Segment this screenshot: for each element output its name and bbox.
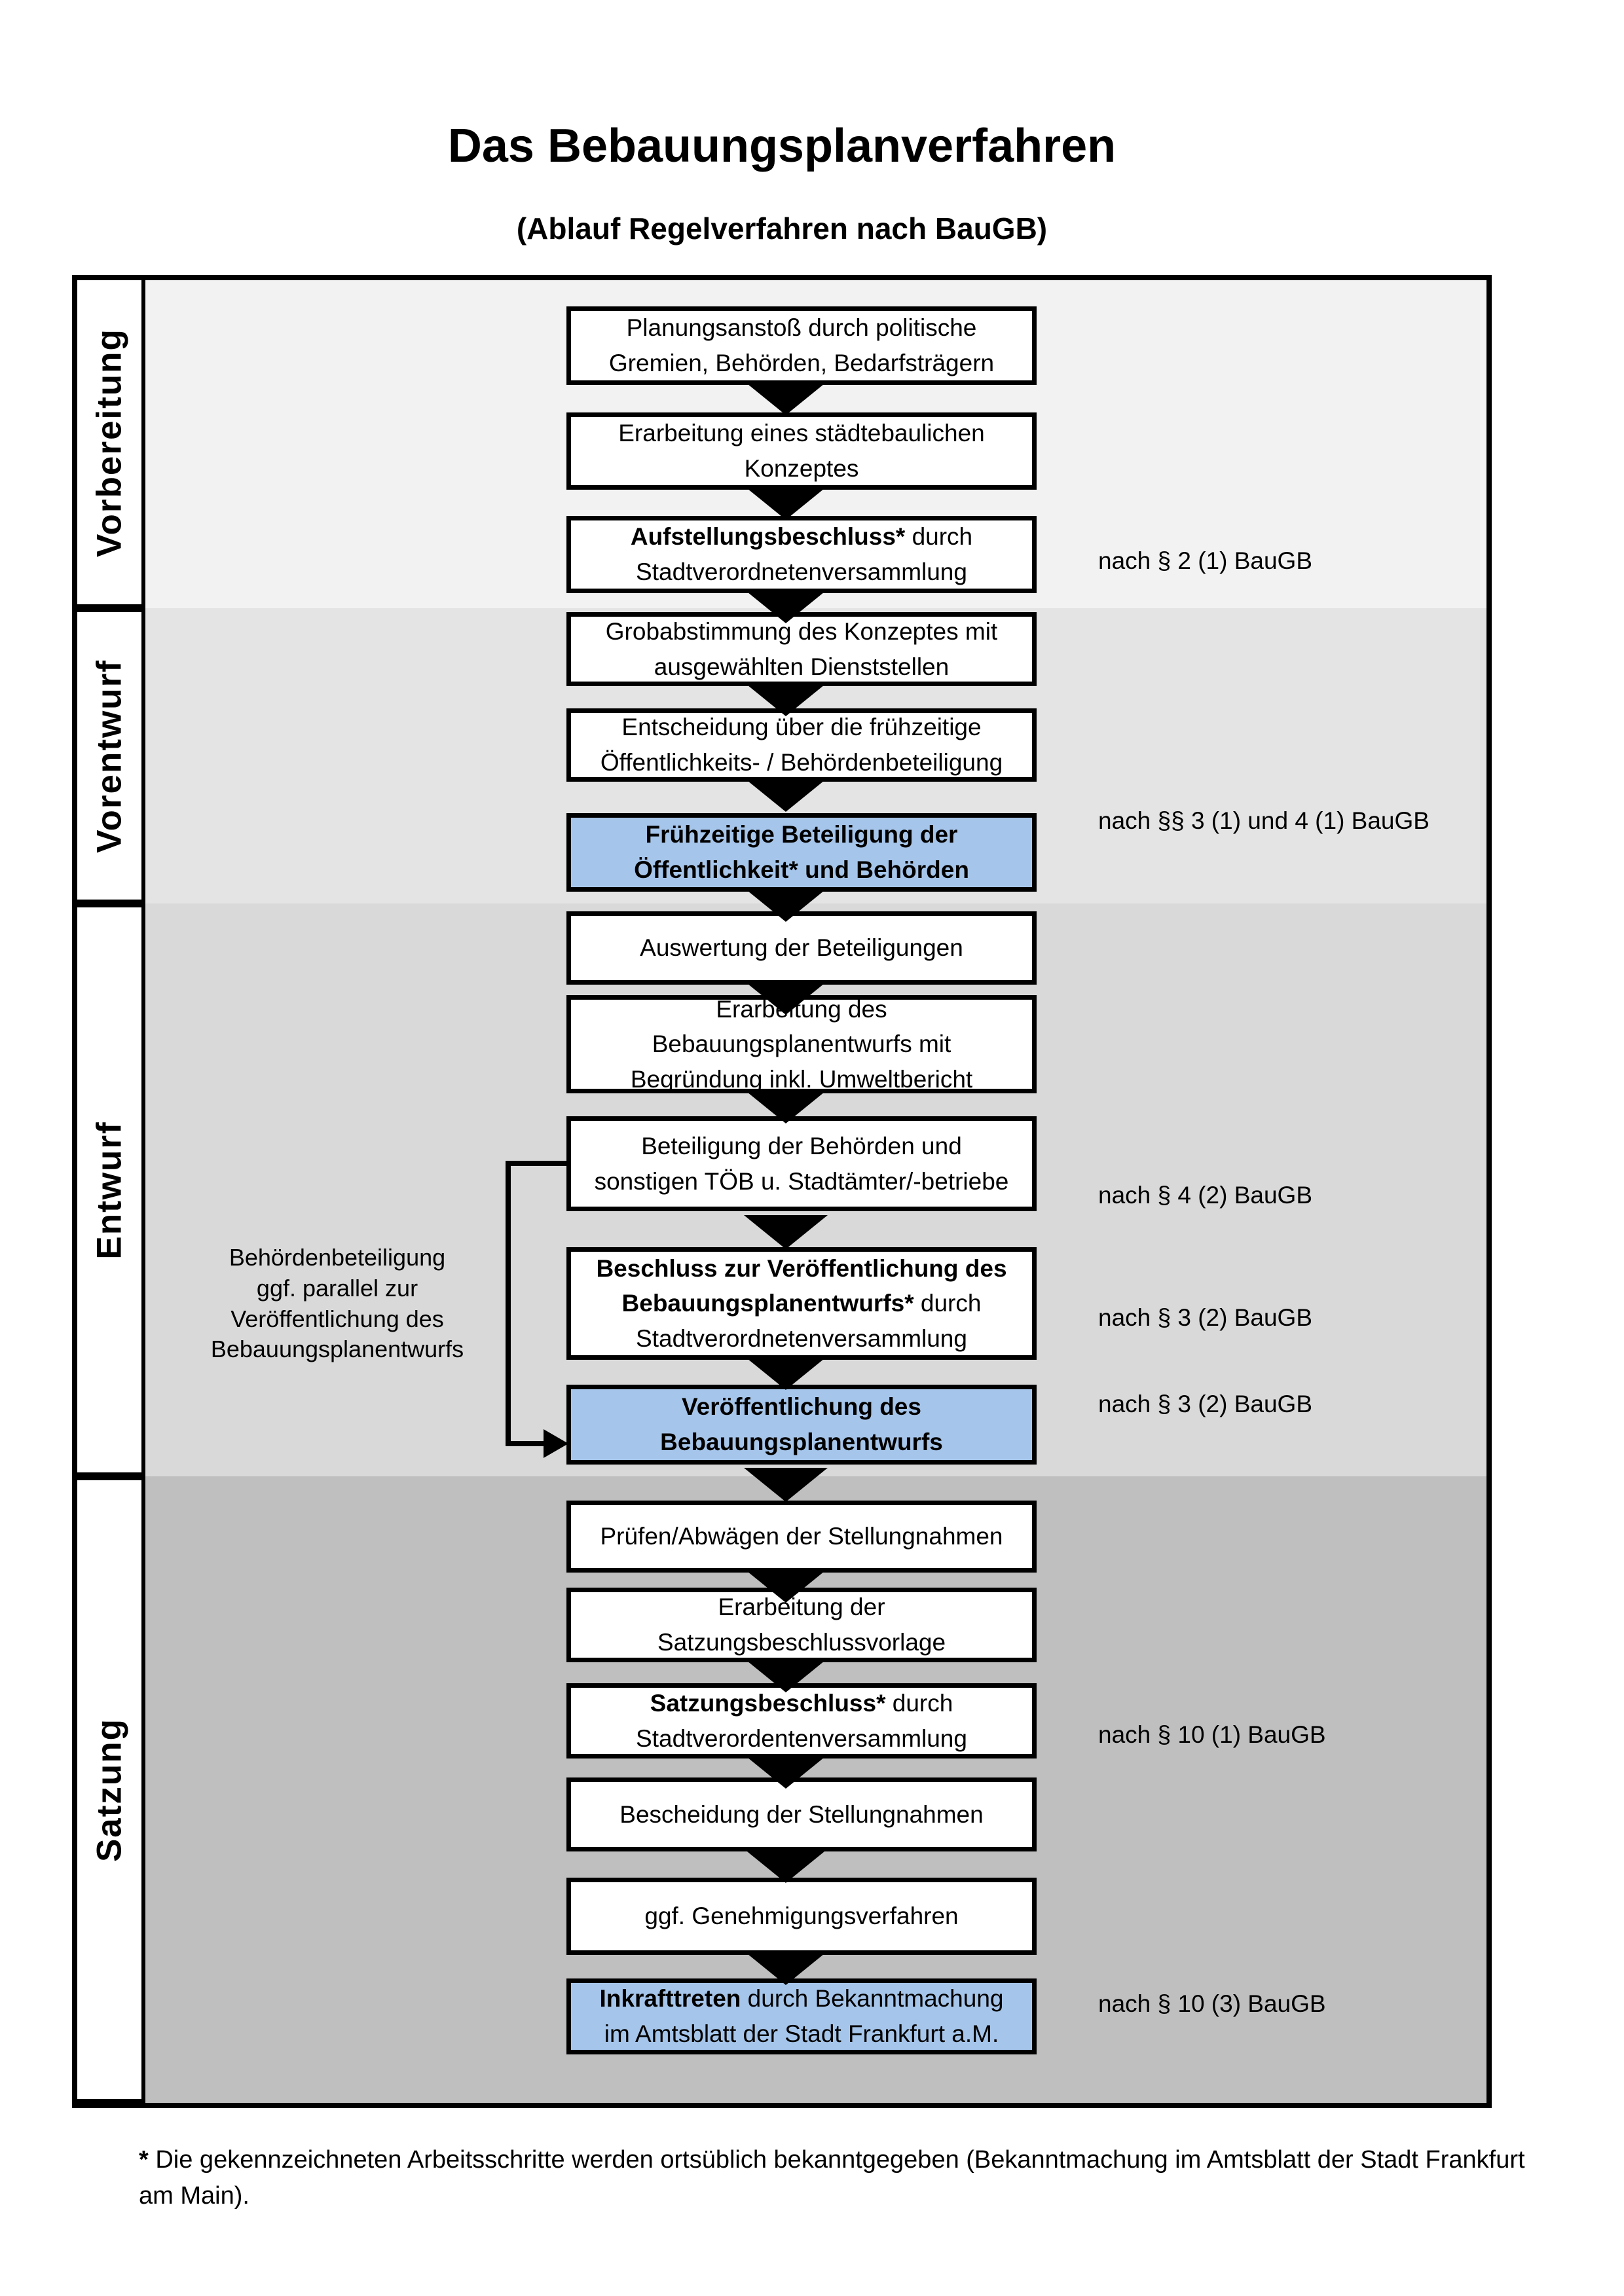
side-note-behoerdenbeteiligung: Behördenbeteiligung ggf. parallel zur Ve…: [210, 1244, 464, 1363]
box-text: durch Stadtverordnetenversammlung: [636, 523, 973, 585]
phase-label-cell-entwurf: Entwurf: [73, 903, 145, 1476]
footnote-asterisk: *: [139, 2146, 149, 2174]
flow-box-aufstellungsbeschluss: Aufstellungsbeschluss* durch Stadtverord…: [566, 516, 1037, 593]
flow-arrow-down-icon: [744, 682, 828, 716]
legal-ref-behoerdenbeteiligung: nach § 4 (2) BauGB: [1098, 1182, 1313, 1209]
box-text-bold: Veröffentlichung des Bebauungsplanentwur…: [660, 1393, 943, 1455]
flow-arrow-down-icon: [744, 778, 828, 812]
flow-arrow-down-icon: [744, 1356, 828, 1390]
box-text: ggf. Genehmigungsverfahren: [644, 1903, 959, 1930]
phase-label-cell-satzung: Satzung: [73, 1476, 145, 2103]
box-text-bold: Satzungsbeschluss*: [650, 1689, 886, 1717]
box-text: Beteiligung der Behörden und sonstigen T…: [594, 1132, 1009, 1195]
arrow-right-icon: [544, 1429, 568, 1458]
footnote: * Die gekennzeichneten Arbeitsschritte w…: [139, 2142, 1527, 2214]
phase-label: Vorbereitung: [90, 327, 129, 557]
box-text-bold: Beschluss zur Veröffentlichung des Bebau…: [596, 1254, 1007, 1317]
flow-box-pruefen-abwaegen: Prüfen/Abwägen der Stellungnahmen: [566, 1501, 1037, 1573]
box-text: Planungsanstoß durch politische Gremien,…: [608, 314, 995, 376]
box-text: Erarbeitung eines städtebaulichen Konzep…: [618, 420, 985, 482]
flow-arrow-down-icon: [744, 1089, 828, 1123]
flow-arrow-down-icon: [744, 1755, 828, 1789]
phase-label: Vorentwurf: [90, 659, 129, 853]
flow-arrow-down-icon: [744, 589, 828, 623]
flow-arrow-down-icon: [744, 1569, 828, 1603]
flow-box-entscheidung: Entscheidung über die frühzeitige Öffent…: [566, 708, 1037, 782]
flow-arrow-down-icon: [744, 381, 828, 415]
legal-ref-inkrafttreten: nach § 10 (3) BauGB: [1098, 1990, 1326, 2017]
parallel-connector-bottom-line: [506, 1441, 546, 1446]
box-text: Erarbeitung der Satzungsbeschlussvorlage: [657, 1594, 946, 1656]
flow-box-fruehzeitige-beteiligung: Frühzeitige Beteiligung der Öffentlichke…: [566, 813, 1037, 892]
legal-ref-satzungsbeschluss: nach § 10 (1) BauGB: [1098, 1721, 1326, 1748]
flow-arrow-down-icon: [744, 981, 828, 1015]
legal-ref-fruehzeitige-beteiligung: nach §§ 3 (1) und 4 (1) BauGB: [1098, 807, 1430, 834]
flow-box-inkrafttreten: Inkrafttreten durch Bekanntmachung im Am…: [566, 1978, 1037, 2054]
box-text-bold: Aufstellungsbeschluss*: [630, 523, 906, 551]
legal-ref-aufstellungsbeschluss: nach § 2 (1) BauGB: [1098, 547, 1313, 574]
box-text: Auswertung der Beteiligungen: [640, 934, 963, 962]
flow-box-veroeffentlichung: Veröffentlichung des Bebauungsplanentwur…: [566, 1385, 1037, 1465]
footnote-text: Die gekennzeichneten Arbeitsschritte wer…: [139, 2146, 1525, 2210]
flow-arrow-down-icon: [744, 486, 828, 520]
flow-arrow-down-icon: [744, 1658, 828, 1692]
flow-arrow-down-icon: [744, 1849, 828, 1883]
flow-box-auswertung: Auswertung der Beteiligungen: [566, 911, 1037, 985]
parallel-connector-top-line: [508, 1161, 566, 1166]
box-text: durch Stadtverordentenversammlung: [636, 1689, 967, 1752]
flow-arrow-down-icon: [744, 888, 828, 922]
box-text: Prüfen/Abwägen der Stellungnahmen: [600, 1523, 1003, 1550]
flow-box-planungsanstoss: Planungsanstoß durch politische Gremien,…: [566, 306, 1037, 385]
box-text: Grobabstimmung des Konzeptes mit ausgewä…: [605, 617, 998, 680]
box-text-bold: Inkrafttreten: [599, 1985, 741, 2013]
box-text-bold: Frühzeitige Beteiligung der Öffentlichke…: [634, 821, 969, 883]
flow-box-satzungsbeschluss: Satzungsbeschluss* durch Stadtverordente…: [566, 1683, 1037, 1758]
page-title: Das Bebauungsplanverfahren: [447, 120, 1116, 172]
box-text: Entscheidung über die frühzeitige Öffent…: [600, 714, 1003, 776]
box-text: durch Bekanntmachung im Amtsblatt der St…: [604, 1985, 1004, 2047]
box-text: Bescheidung der Stellungnahmen: [619, 1800, 984, 1828]
box-text: Erarbeitung des Bebauungsplanentwurfs mi…: [630, 995, 973, 1093]
flow-box-konzept: Erarbeitung eines städtebaulichen Konzep…: [566, 412, 1037, 490]
page-subtitle: (Ablauf Regelverfahren nach BauGB): [516, 211, 1048, 246]
flow-box-genehmigungsverfahren: ggf. Genehmigungsverfahren: [566, 1878, 1037, 1955]
phase-label-cell-vorbereitung: Vorbereitung: [73, 276, 145, 608]
legal-ref-beschluss-veroeffentlichung: nach § 3 (2) BauGB: [1098, 1304, 1313, 1331]
parallel-connector-vertical-line: [506, 1161, 511, 1446]
flow-box-bescheidung: Bescheidung der Stellungnahmen: [566, 1777, 1037, 1851]
flow-arrow-down-icon: [744, 1951, 828, 1985]
phase-label: Satzung: [90, 1717, 129, 1862]
flow-box-behoerdenbeteiligung: Beteiligung der Behörden und sonstigen T…: [566, 1116, 1037, 1211]
box-text: durch Stadtverordnetenversammlung: [636, 1290, 982, 1352]
phase-label: Entwurf: [90, 1120, 129, 1260]
flow-box-beschluss-veroeffentlichung: Beschluss zur Veröffentlichung des Bebau…: [566, 1247, 1037, 1360]
flow-arrow-down-icon: [744, 1468, 828, 1502]
phase-label-cell-vorentwurf: Vorentwurf: [73, 608, 145, 903]
legal-ref-veroeffentlichung: nach § 3 (2) BauGB: [1098, 1391, 1313, 1417]
flow-arrow-down-icon: [744, 1215, 828, 1249]
